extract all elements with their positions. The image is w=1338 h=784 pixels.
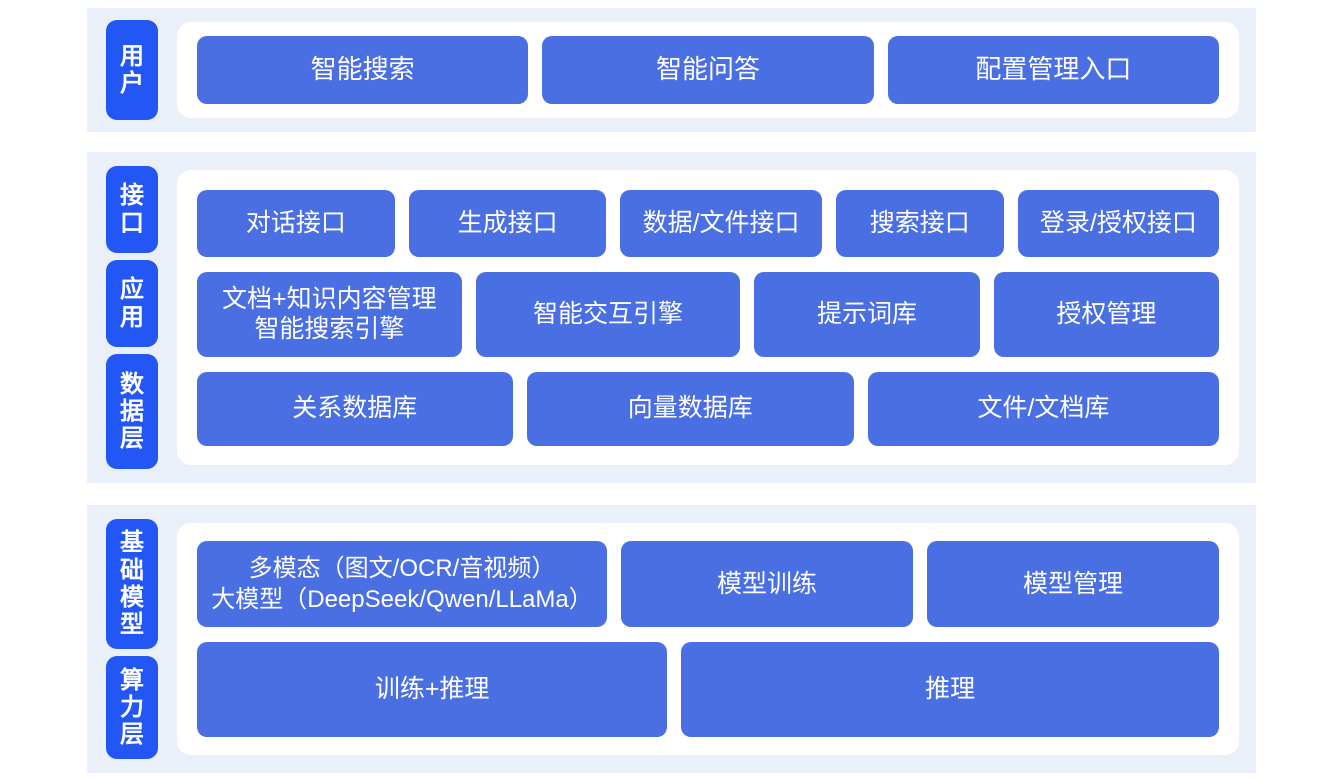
section-foundation-tabs: 基础模型 算力层 [87,505,177,773]
row-application: 文档+知识内容管理 智能搜索引擎 智能交互引擎 提示词库 授权管理 [197,271,1219,357]
section-foundation: 基础模型 算力层 多模态（图文/OCR/音视频） 大模型（DeepSeek/Qw… [87,505,1256,773]
row-api: 对话接口 生成接口 数据/文件接口 搜索接口 登录/授权接口 [197,189,1220,257]
node-intelligent-qa[interactable]: 智能问答 [542,36,874,104]
node-login-auth-api[interactable]: 登录/授权接口 [1017,189,1220,257]
section-user-tabs: 用户 [87,8,177,132]
section-user-card: 智能搜索 智能问答 配置管理入口 [177,22,1239,118]
layer-tab-data[interactable]: 数据层 [106,354,158,470]
row-model: 多模态（图文/OCR/音视频） 大模型（DeepSeek/Qwen/LLaMa）… [197,541,1219,627]
layer-tab-interface[interactable]: 接口 [106,166,158,254]
row-user-entries: 智能搜索 智能问答 配置管理入口 [197,36,1219,104]
node-authorization-management[interactable]: 授权管理 [993,271,1219,357]
node-vector-database[interactable]: 向量数据库 [526,371,854,446]
node-inference[interactable]: 推理 [681,642,1219,737]
section-application-tabs: 接口 应用 数据层 [87,152,177,483]
node-document-knowledge-management[interactable]: 文档+知识内容管理 智能搜索引擎 [197,271,462,357]
node-search-api[interactable]: 搜索接口 [835,189,1004,257]
layer-tab-application-label: 应用 [120,276,144,331]
section-application-card: 对话接口 生成接口 数据/文件接口 搜索接口 登录/授权接口 文档+知识内容管理… [177,170,1239,465]
layer-tab-foundation-model-label: 基础模型 [120,529,144,639]
layer-tab-interface-label: 接口 [120,182,144,237]
layer-tab-application[interactable]: 应用 [106,260,158,348]
node-multimodal-large-model[interactable]: 多模态（图文/OCR/音视频） 大模型（DeepSeek/Qwen/LLaMa） [197,541,608,627]
node-interaction-engine[interactable]: 智能交互引擎 [475,271,741,357]
node-model-management[interactable]: 模型管理 [927,541,1219,627]
node-relational-database[interactable]: 关系数据库 [197,371,513,446]
section-foundation-card: 多模态（图文/OCR/音视频） 大模型（DeepSeek/Qwen/LLaMa）… [177,523,1239,755]
node-generation-api[interactable]: 生成接口 [408,189,607,257]
layer-tab-foundation-model[interactable]: 基础模型 [106,519,158,650]
section-user: 用户 智能搜索 智能问答 配置管理入口 [87,8,1256,132]
layer-tab-compute[interactable]: 算力层 [106,656,158,760]
node-training-inference[interactable]: 训练+推理 [197,642,668,737]
node-model-training[interactable]: 模型训练 [621,541,913,627]
layer-tab-data-label: 数据层 [120,370,144,453]
layer-tab-user-label: 用户 [120,42,144,97]
node-data-file-api[interactable]: 数据/文件接口 [620,189,822,257]
section-application: 接口 应用 数据层 对话接口 生成接口 数据/文件接口 搜索接口 登录/授权接口… [87,152,1256,483]
node-file-document-store[interactable]: 文件/文档库 [867,371,1219,446]
node-prompt-library[interactable]: 提示词库 [754,271,980,357]
layer-tab-compute-label: 算力层 [120,666,144,749]
row-compute: 训练+推理 推理 [197,642,1219,737]
node-chat-api[interactable]: 对话接口 [197,189,395,257]
row-data: 关系数据库 向量数据库 文件/文档库 [197,371,1219,446]
node-intelligent-search[interactable]: 智能搜索 [197,36,529,104]
layer-tab-user[interactable]: 用户 [106,20,158,120]
node-config-management-entry[interactable]: 配置管理入口 [887,36,1219,104]
